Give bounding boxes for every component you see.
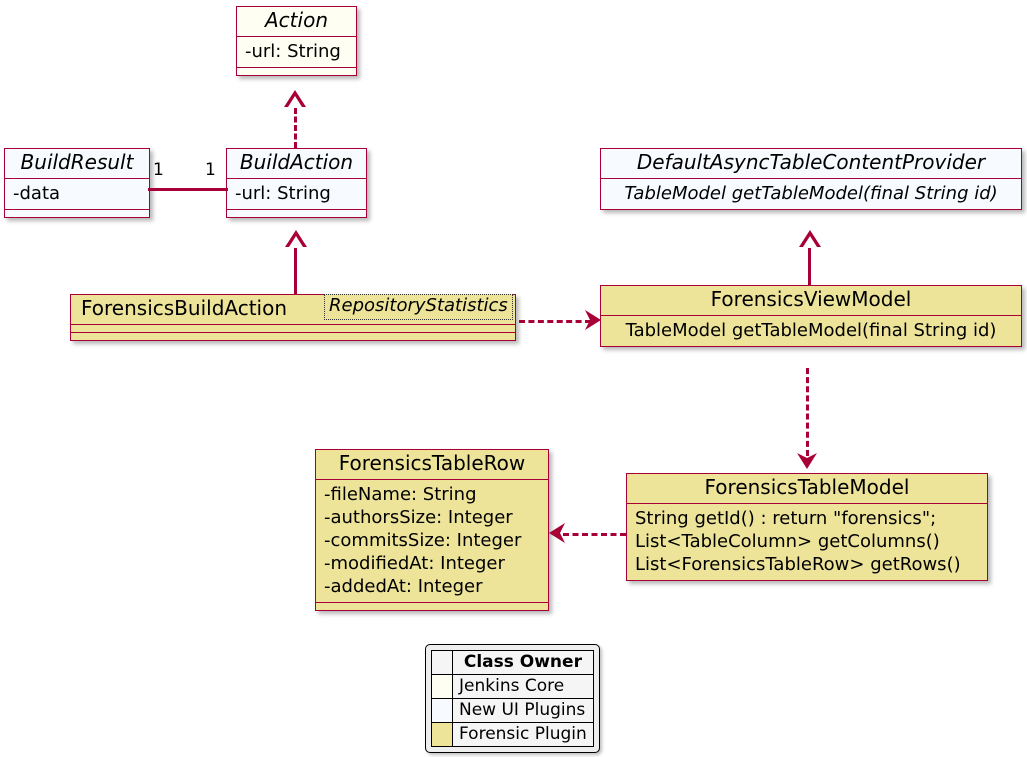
divider bbox=[227, 177, 366, 179]
generalization-arrowhead-inner bbox=[803, 236, 817, 247]
edge-forensics-build-action-extends bbox=[294, 248, 297, 294]
dependency-arrowhead-left bbox=[549, 523, 565, 543]
attribute: -url: String bbox=[235, 182, 331, 204]
class-action-title: Action bbox=[265, 8, 328, 32]
edge-build-action-implements-action bbox=[294, 108, 297, 148]
divider bbox=[316, 601, 548, 603]
divider bbox=[627, 502, 987, 504]
class-forensics-table-model-title: ForensicsTableModel bbox=[704, 475, 910, 499]
class-build-result-methods bbox=[5, 210, 149, 217]
legend-header-label: Class Owner bbox=[452, 650, 594, 675]
class-build-action-methods bbox=[227, 210, 366, 217]
dependency-arrowhead-right bbox=[585, 310, 601, 330]
attribute: -commitsSize: Integer bbox=[324, 529, 522, 551]
class-forensics-table-model[interactable]: ForensicsTableModel String getId() : ret… bbox=[626, 473, 988, 581]
stereotype-label-text: RepositoryStatistics bbox=[329, 295, 508, 316]
attribute: -modifiedAt: Integer bbox=[324, 552, 505, 574]
class-forensics-build-action-attributes bbox=[71, 325, 515, 332]
legend-label-new-ui-plugins: New UI Plugins bbox=[452, 698, 594, 723]
edge-view-model-to-table-model bbox=[806, 368, 809, 456]
multiplicity-build-action: 1 bbox=[205, 160, 216, 180]
divider bbox=[601, 314, 1021, 316]
class-forensics-table-row-attributes: -fileName: String -authorsSize: Integer … bbox=[316, 480, 548, 602]
dependency-arrowhead-down bbox=[797, 453, 817, 469]
class-forensics-view-model[interactable]: ForensicsViewModel TableModel getTableMo… bbox=[600, 285, 1022, 347]
divider bbox=[5, 177, 149, 179]
class-forensics-table-row[interactable]: ForensicsTableRow -fileName: String -aut… bbox=[315, 449, 549, 611]
class-action-methods bbox=[237, 68, 356, 75]
class-default-async-table-content-provider-title: DefaultAsyncTableContentProvider bbox=[636, 150, 986, 174]
edge-build-action-to-view-model bbox=[519, 320, 591, 323]
attribute: -data bbox=[13, 182, 61, 204]
divider bbox=[227, 208, 366, 210]
multiplicity-text: 1 bbox=[205, 160, 216, 180]
legend-swatch-jenkins-core bbox=[431, 674, 453, 699]
class-action[interactable]: Action -url: String bbox=[236, 6, 357, 76]
divider bbox=[237, 35, 356, 37]
stereotype-repository-statistics: RepositoryStatistics bbox=[324, 294, 513, 320]
method: TableModel getTableModel(final String id… bbox=[625, 319, 997, 341]
attribute: -addedAt: Integer bbox=[324, 575, 483, 597]
legend-swatch-new-ui-plugins bbox=[431, 698, 453, 723]
edge-forensics-view-model-extends bbox=[808, 248, 811, 285]
legend-row: Jenkins Core bbox=[431, 674, 594, 699]
class-forensics-view-model-methods: TableModel getTableModel(final String id… bbox=[601, 316, 1021, 346]
class-forensics-view-model-title: ForensicsViewModel bbox=[710, 287, 912, 311]
divider bbox=[601, 177, 1021, 179]
divider bbox=[316, 478, 548, 480]
class-build-result-title: BuildResult bbox=[20, 150, 134, 174]
class-default-async-table-content-provider-methods: TableModel getTableModel(final String id… bbox=[601, 179, 1021, 209]
class-build-result-attributes: -data bbox=[5, 179, 149, 209]
divider bbox=[5, 208, 149, 210]
class-default-async-table-content-provider[interactable]: DefaultAsyncTableContentProvider TableMo… bbox=[600, 148, 1022, 210]
class-build-action-title: BuildAction bbox=[239, 150, 354, 174]
attribute: -url: String bbox=[245, 40, 341, 62]
edge-build-result-build-action bbox=[148, 188, 228, 191]
method: String getId() : return "forensics"; bbox=[635, 507, 937, 529]
legend-label-jenkins-core: Jenkins Core bbox=[452, 674, 594, 699]
divider bbox=[71, 331, 515, 333]
method: List<TableColumn> getColumns() bbox=[635, 530, 940, 552]
generalization-arrowhead-inner bbox=[289, 236, 303, 247]
divider bbox=[71, 323, 515, 325]
class-build-action[interactable]: BuildAction -url: String bbox=[226, 148, 367, 218]
class-build-result[interactable]: BuildResult -data bbox=[4, 148, 150, 218]
legend-row: New UI Plugins bbox=[431, 698, 594, 723]
class-forensics-build-action-methods bbox=[71, 333, 515, 340]
attribute: -authorsSize: Integer bbox=[324, 506, 513, 528]
edge-table-model-to-table-row bbox=[563, 533, 626, 536]
class-forensics-build-action-title: ForensicsBuildAction bbox=[81, 296, 288, 320]
legend: Class Owner Jenkins Core New UI Plugins … bbox=[425, 644, 600, 753]
class-forensics-table-row-title: ForensicsTableRow bbox=[338, 451, 526, 475]
multiplicity-build-result: 1 bbox=[153, 160, 164, 180]
realization-arrowhead-inner bbox=[288, 96, 302, 107]
class-forensics-table-model-methods: String getId() : return "forensics"; Lis… bbox=[627, 504, 987, 580]
multiplicity-text: 1 bbox=[153, 160, 164, 180]
method: TableModel getTableModel(final String id… bbox=[624, 182, 998, 204]
method: List<ForensicsTableRow> getRows() bbox=[635, 553, 961, 575]
legend-header-swatch bbox=[431, 650, 453, 675]
class-build-action-attributes: -url: String bbox=[227, 179, 366, 209]
legend-label-forensic-plugin: Forensic Plugin bbox=[452, 722, 594, 747]
legend-swatch-forensic-plugin bbox=[431, 722, 453, 747]
legend-table: Class Owner Jenkins Core New UI Plugins … bbox=[431, 650, 594, 747]
legend-row: Forensic Plugin bbox=[431, 722, 594, 747]
divider bbox=[237, 66, 356, 68]
attribute: -fileName: String bbox=[324, 483, 477, 505]
legend-header-row: Class Owner bbox=[431, 650, 594, 675]
class-action-attributes: -url: String bbox=[237, 37, 356, 67]
class-forensics-table-row-methods bbox=[316, 603, 548, 610]
